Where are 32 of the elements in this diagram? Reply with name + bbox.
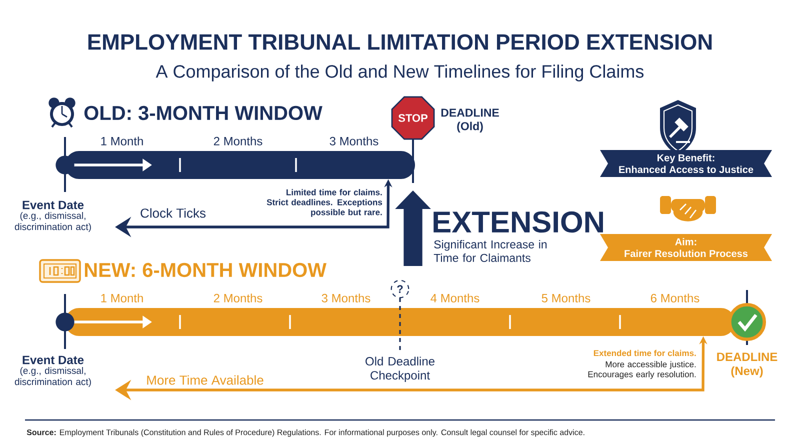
source-note: Source: Employment Tribunals (Constitution and Rules of Procedure) Regulations. For informational purposes only. Consult legal counsel for specific advice. bbox=[26, 429, 584, 437]
stop-sign: STOP bbox=[391, 96, 435, 183]
month-label: 6 Months bbox=[650, 294, 700, 302]
month-label: 3 Months bbox=[330, 136, 378, 146]
title: EMPLOYMENT TRIBUNAL LIMITATION PERIOD EXTENSION bbox=[88, 34, 712, 50]
note-text: Limited time for claims. Strict deadlines. Exceptions possible but rare. bbox=[266, 189, 382, 217]
ribbon-banner: Key Benefit: Enhanced Access to Justice bbox=[600, 150, 772, 177]
extension-description: Significant Increase in Time for Claimants bbox=[434, 240, 547, 262]
event-label: Event Date bbox=[22, 356, 84, 364]
edge-label: More Time Available bbox=[144, 374, 266, 386]
section-heading: NEW: 6-MONTH WINDOW bbox=[84, 262, 326, 278]
subtitle: A Comparison of the Old and New Timelines for Filing Claims bbox=[156, 64, 644, 82]
event-description: (e.g., dismissal, discrimination act) bbox=[14, 212, 91, 232]
check-circle bbox=[728, 290, 766, 345]
event-label: Event Date bbox=[22, 200, 84, 210]
note-text: Extended time for claims. bbox=[594, 350, 696, 356]
deadline-label: DEADLINE (Old) bbox=[441, 108, 499, 132]
month-label: 3 Months bbox=[322, 294, 370, 302]
ribbon-banner: Aim: Fairer Resolution Process bbox=[600, 234, 772, 261]
checkpoint-label: Old Deadline Checkpoint bbox=[366, 356, 434, 382]
month-label: 2 Months bbox=[214, 294, 262, 302]
month-label: 4 Months bbox=[430, 294, 480, 302]
section-heading: OLD: 3-MONTH WINDOW bbox=[84, 106, 322, 120]
event-description: (e.g., dismissal, discrimination act) bbox=[14, 367, 91, 387]
month-label: 2 Months bbox=[214, 136, 262, 146]
month-label: 5 Months bbox=[542, 294, 590, 302]
month-label: 1 Month bbox=[101, 136, 143, 146]
month-label: 1 Month bbox=[101, 294, 143, 302]
extension-heading: EXTENSION bbox=[434, 211, 603, 233]
note-text: More accessible justice. Encourages early resolution. bbox=[588, 361, 696, 379]
edge-label: Clock Ticks bbox=[138, 206, 208, 220]
deadline-label: DEADLINE (New) bbox=[717, 352, 778, 378]
